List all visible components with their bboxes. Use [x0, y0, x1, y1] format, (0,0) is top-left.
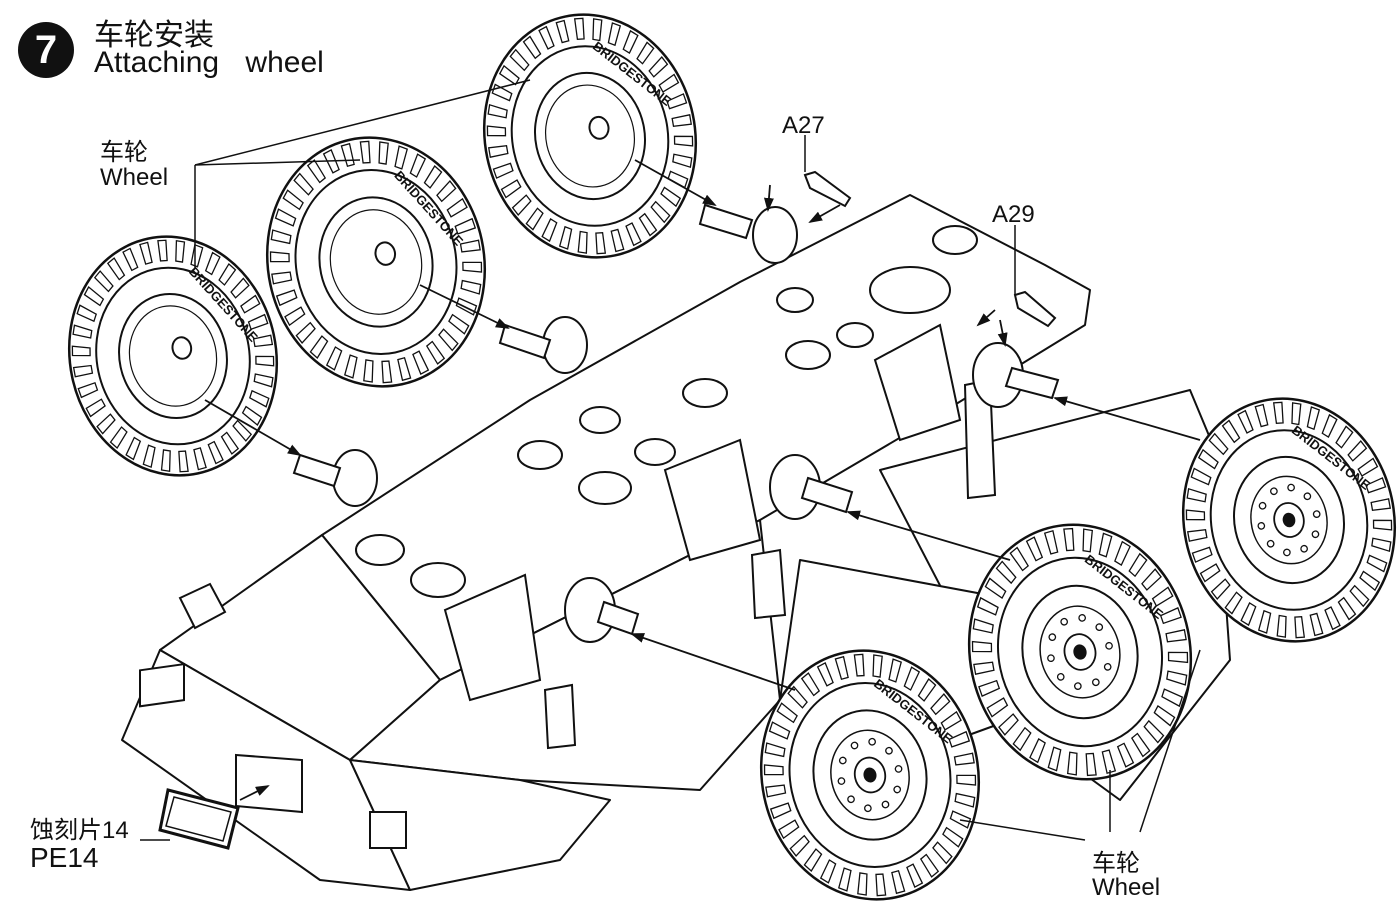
- arrow-wheel-1: [634, 159, 717, 206]
- deck-hatches: [355, 225, 978, 598]
- wheel-label-cn-top: 车轮: [100, 139, 148, 166]
- axle-stubs: [292, 203, 1060, 636]
- step-number-badge: 7: [18, 22, 74, 78]
- wheel-tire: BRIDGESTONE: [482, 13, 698, 259]
- arrow-a27-2: [808, 204, 841, 223]
- part-label-a27: A27: [782, 112, 825, 139]
- arrow-pe14: [239, 785, 270, 801]
- wheel-label-cn-bottom: 车轮: [1092, 850, 1140, 877]
- wheel-tire: BRIDGESTONE: [759, 649, 981, 901]
- suspension-units: [332, 206, 1024, 750]
- wheel-tire: BRIDGESTONE: [1181, 397, 1397, 643]
- leader-lines: [140, 79, 1201, 841]
- wheel-tire: BRIDGESTONE: [67, 235, 279, 477]
- assembly-arrows: [204, 159, 1201, 801]
- part-label-a29: A29: [992, 201, 1035, 228]
- part-a27-drawing: [803, 170, 852, 208]
- step-title-en: Attaching wheel: [94, 46, 324, 79]
- photo-etch-label-en: PE14: [30, 842, 99, 873]
- arrow-a27-1: [763, 184, 774, 212]
- wheel-label-en-bottom: Wheel: [1092, 874, 1161, 901]
- hull-front-slope: [349, 759, 611, 891]
- front-details: [139, 582, 407, 849]
- arrow-a29-2: [997, 319, 1008, 347]
- arrow-a29-1: [976, 309, 996, 327]
- pe14-plate: [158, 788, 240, 850]
- wheel-tire: BRIDGESTONE: [967, 523, 1193, 781]
- arrow-wheel-3: [204, 399, 302, 457]
- wheel-label-en-top: Wheel: [100, 164, 169, 191]
- part-a29-drawing: [1013, 290, 1057, 328]
- step-title-cn: 车轮安装: [94, 19, 214, 52]
- arrow-wheel-2: [419, 284, 510, 329]
- wheel-tire: BRIDGESTONE: [265, 136, 487, 388]
- wheels: BRIDGESTONEBRIDGESTONEBRIDGESTONEBRIDGES…: [67, 13, 1397, 901]
- photo-etch-label-cn: 蚀刻片14: [30, 817, 129, 844]
- arrow-wheel-5: [846, 510, 1011, 561]
- arrow-wheel-4: [1053, 396, 1201, 441]
- arrow-wheel-6: [630, 633, 796, 691]
